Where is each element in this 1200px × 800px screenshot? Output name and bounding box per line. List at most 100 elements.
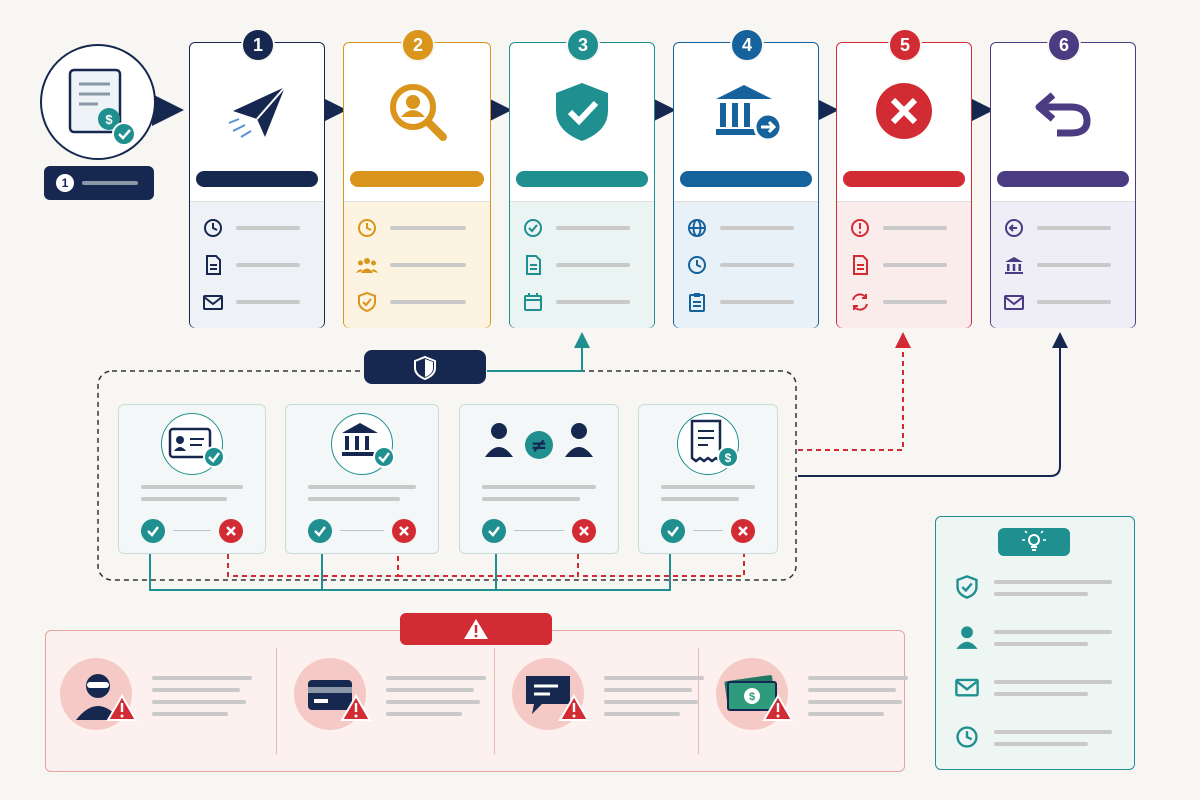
clock-icon bbox=[956, 726, 978, 748]
risk-text-line bbox=[386, 688, 474, 692]
step-detail-row bbox=[1003, 216, 1123, 240]
step-detail-row bbox=[686, 216, 806, 240]
step-details bbox=[344, 201, 490, 328]
card-warning-icon bbox=[308, 680, 372, 721]
check-divider bbox=[693, 530, 723, 531]
step-detail-row bbox=[686, 253, 806, 277]
verification-check-card: $ bbox=[638, 404, 778, 554]
step-title-bar bbox=[516, 171, 648, 187]
risk-text-line bbox=[386, 712, 462, 716]
check-text-line bbox=[482, 485, 596, 489]
risk-text-line bbox=[808, 700, 902, 704]
step-detail-row bbox=[1003, 253, 1123, 277]
id-card-check-icon bbox=[168, 427, 225, 468]
cash-warning-icon: $ bbox=[724, 675, 794, 721]
risk-item bbox=[508, 652, 714, 752]
step-details bbox=[510, 201, 654, 328]
step-number-badge: 2 bbox=[401, 28, 435, 62]
envelope-icon bbox=[203, 295, 223, 310]
step-card-4 bbox=[673, 42, 819, 328]
check-text-line bbox=[141, 497, 227, 501]
clipboard-icon bbox=[689, 293, 705, 312]
paper-plane-icon bbox=[228, 86, 286, 138]
step-card-1 bbox=[189, 42, 325, 328]
start-invoice: $ bbox=[40, 44, 156, 160]
svg-text:$: $ bbox=[749, 691, 755, 703]
step-detail-row bbox=[522, 216, 642, 240]
step-detail-line bbox=[390, 263, 466, 267]
step-detail-row bbox=[202, 290, 312, 314]
tip-item bbox=[950, 722, 1120, 756]
step-detail-line bbox=[1037, 263, 1111, 267]
step-detail-line bbox=[236, 300, 300, 304]
tip-text-line bbox=[994, 630, 1112, 634]
step-detail-line bbox=[720, 263, 794, 267]
step-detail-line bbox=[883, 263, 947, 267]
verification-check-card bbox=[118, 404, 266, 554]
start-label-pill: 1 bbox=[44, 166, 154, 200]
step-detail-row bbox=[1003, 290, 1123, 314]
step-details bbox=[991, 201, 1135, 328]
clock-icon bbox=[204, 219, 222, 237]
envelope-icon bbox=[955, 678, 979, 697]
envelope-icon bbox=[1004, 295, 1024, 310]
pass-connector bbox=[487, 332, 590, 372]
alert-circle-icon bbox=[851, 219, 869, 237]
risk-text-line bbox=[386, 676, 486, 680]
calendar-icon bbox=[524, 293, 542, 311]
document-icon bbox=[526, 255, 541, 275]
step-detail-line bbox=[883, 226, 947, 230]
check-text-line bbox=[308, 485, 416, 489]
refresh-icon bbox=[852, 293, 868, 311]
svg-text:≠: ≠ bbox=[531, 433, 548, 457]
step-number-badge: 3 bbox=[566, 28, 600, 62]
check-divider bbox=[173, 530, 211, 531]
step-number-badge: 1 bbox=[241, 28, 275, 62]
people-icon bbox=[356, 258, 378, 273]
risk-text-line bbox=[604, 676, 704, 680]
step-details bbox=[190, 201, 324, 328]
tip-text-line bbox=[994, 642, 1088, 646]
step-detail-row bbox=[202, 253, 312, 277]
step-detail-row bbox=[522, 290, 642, 314]
risk-text-line bbox=[152, 712, 228, 716]
step-card-5 bbox=[836, 42, 972, 328]
step-card-2 bbox=[343, 42, 491, 328]
step-number-badge: 5 bbox=[888, 28, 922, 62]
tip-item bbox=[950, 572, 1120, 606]
tip-item bbox=[950, 622, 1120, 656]
step-details bbox=[837, 201, 971, 328]
step-detail-line bbox=[390, 300, 466, 304]
return-connector bbox=[798, 332, 1068, 477]
start-label-line bbox=[82, 181, 138, 185]
step-detail-line bbox=[1037, 226, 1111, 230]
shield-check-icon bbox=[358, 291, 376, 313]
risks-badge bbox=[400, 613, 552, 645]
check-divider bbox=[340, 530, 384, 531]
document-icon bbox=[206, 255, 221, 275]
verification-check-card: ≠ bbox=[459, 404, 619, 554]
globe-icon bbox=[688, 219, 706, 237]
tip-text-line bbox=[994, 580, 1112, 584]
risk-divider bbox=[494, 648, 495, 754]
risk-text-line bbox=[808, 676, 908, 680]
risk-item bbox=[290, 652, 496, 752]
clock-icon bbox=[688, 256, 706, 274]
step-detail-row bbox=[849, 290, 959, 314]
tips-badge bbox=[998, 528, 1070, 556]
risk-text-line bbox=[604, 700, 698, 704]
step-card-6 bbox=[990, 42, 1136, 328]
step-detail-row bbox=[356, 290, 478, 314]
risk-text-line bbox=[152, 688, 240, 692]
tip-text-line bbox=[994, 592, 1088, 596]
step-detail-row bbox=[356, 253, 478, 277]
step-detail-row bbox=[686, 290, 806, 314]
risk-divider bbox=[698, 648, 699, 754]
pass-check-icon bbox=[308, 519, 332, 543]
check-text-line bbox=[308, 497, 400, 501]
shield-check-icon bbox=[956, 575, 978, 599]
step-details bbox=[674, 201, 818, 328]
user-icon bbox=[956, 626, 978, 649]
clock-icon bbox=[358, 219, 376, 237]
step-title-bar bbox=[196, 171, 318, 187]
